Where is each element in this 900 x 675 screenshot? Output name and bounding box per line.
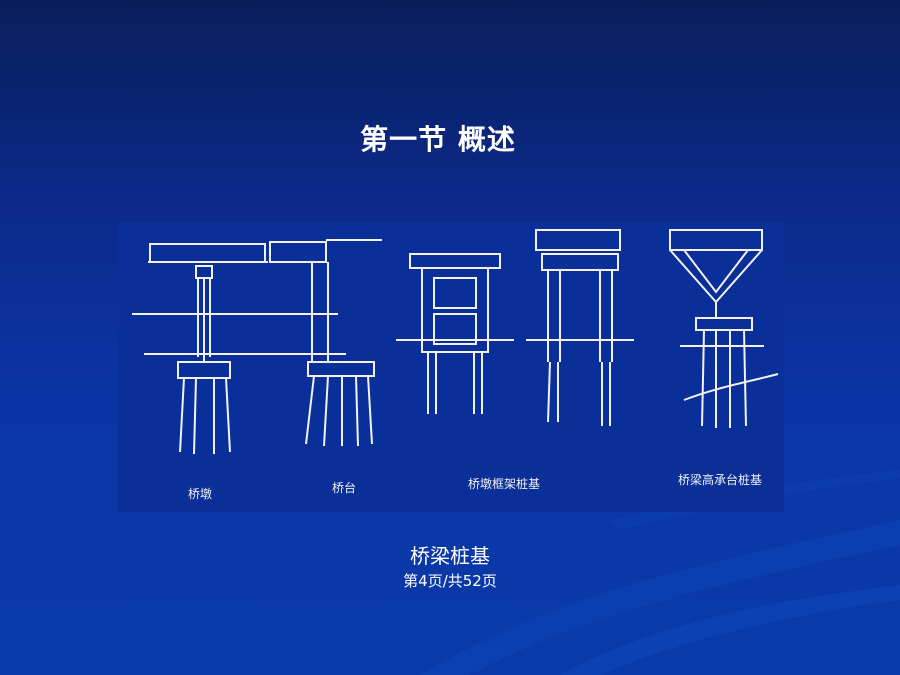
two-column-pile-drawing <box>526 229 634 426</box>
page-indicator: 第4页/共52页 <box>403 572 497 590</box>
pier-drawing <box>132 243 346 455</box>
abutment-drawing <box>269 239 382 447</box>
label-pier: 桥墩 <box>188 487 212 501</box>
pile-foundation-figure: 桥墩 桥台 桥墩框架桩基 桥梁高承台桩基 <box>118 222 784 512</box>
label-tie-beam-pile: 桥墩框架桩基 <box>468 476 540 491</box>
high-cap-pile-drawing <box>669 229 779 428</box>
label-high-cap-pile: 桥梁高承台桩基 <box>678 472 762 487</box>
tie-beam-pile-drawing <box>396 253 514 414</box>
slide-caption: 桥梁桩基 <box>410 544 490 568</box>
label-abutment: 桥台 <box>332 480 356 495</box>
slide-title: 第一节 概述 <box>360 123 516 156</box>
